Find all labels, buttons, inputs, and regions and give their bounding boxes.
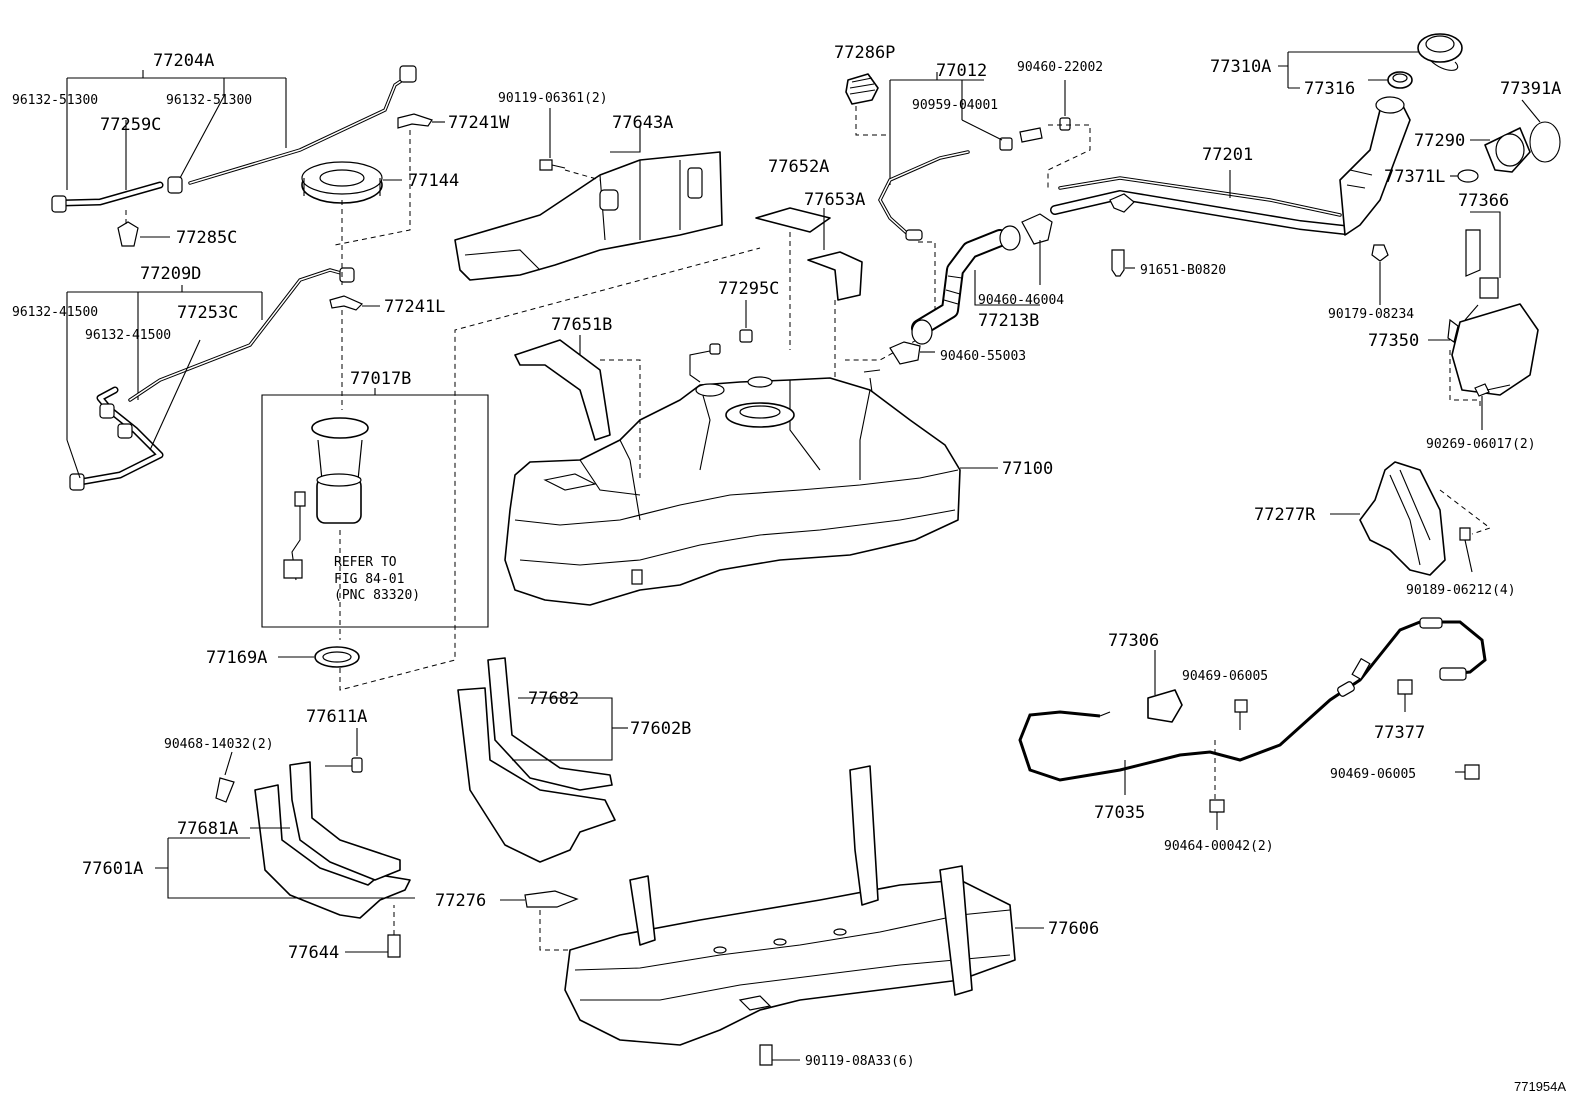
label-77310A: 77310A	[1210, 57, 1271, 77]
label-90119-08A33: 90119-08A33(6)	[805, 1054, 915, 1069]
note-line-3: (PNC 83320)	[334, 588, 420, 603]
protector-77277R	[1330, 461, 1492, 576]
label-77286P: 77286P	[834, 43, 895, 63]
pads	[755, 207, 863, 410]
label-77209D: 77209D	[140, 264, 201, 284]
label-77611A: 77611A	[306, 707, 367, 727]
callout-labels: 77204A 96132-51300 96132-51300 77259C 77…	[12, 43, 1566, 1094]
label-77601A: 77601A	[82, 859, 143, 879]
label-90119-06361: 90119-06361(2)	[498, 91, 608, 106]
label-77169A: 77169A	[206, 648, 267, 668]
label-77144: 77144	[408, 171, 459, 191]
label-77306: 77306	[1108, 631, 1159, 651]
label-90469-06005-bottom: 90469-06005	[1330, 767, 1416, 782]
label-96132-41500-right: 96132-41500	[85, 328, 171, 343]
label-77253C: 77253C	[177, 303, 238, 323]
label-77201: 77201	[1202, 145, 1253, 165]
figure-id: 771954A	[1514, 1079, 1566, 1094]
label-77277R: 77277R	[1254, 505, 1316, 525]
note-line-1: REFER TO	[334, 555, 397, 570]
label-77213B: 77213B	[978, 311, 1039, 331]
label-77035: 77035	[1094, 803, 1145, 823]
label-90179-08234: 90179-08234	[1328, 307, 1414, 322]
label-77682: 77682	[528, 689, 579, 709]
label-77012: 77012	[936, 61, 987, 81]
label-90469-06005-top: 90469-06005	[1182, 669, 1268, 684]
shield-77643A	[454, 108, 723, 281]
label-96132-41500-left: 96132-41500	[12, 305, 98, 320]
label-77606: 77606	[1048, 919, 1099, 939]
label-77681A: 77681A	[177, 819, 238, 839]
cable-77035	[1018, 617, 1487, 830]
label-77241W: 77241W	[448, 113, 510, 133]
label-77017B: 77017B	[350, 369, 411, 389]
label-90460-55003: 90460-55003	[940, 349, 1026, 364]
straps-77602B	[457, 657, 628, 951]
filler-pipe-77201	[1050, 96, 1411, 305]
label-77643A: 77643A	[612, 113, 673, 133]
protector-77606	[564, 765, 1044, 1066]
label-90269-06017: 90269-06017(2)	[1426, 437, 1536, 452]
straps-77601A	[155, 728, 415, 958]
label-90959-04001: 90959-04001	[912, 98, 998, 113]
label-77204A: 77204A	[153, 51, 214, 71]
label-96132-51300-right: 96132-51300	[166, 93, 252, 108]
hose-group-77209D	[66, 267, 355, 491]
label-77285C: 77285C	[176, 228, 237, 248]
label-90460-22002: 90460-22002	[1017, 60, 1103, 75]
label-77295C: 77295C	[718, 279, 779, 299]
label-77602B: 77602B	[630, 719, 691, 739]
label-90189-06212: 90189-06212(4)	[1406, 583, 1516, 598]
label-91651-B0820: 91651-B0820	[1140, 263, 1226, 278]
label-77290: 77290	[1414, 131, 1465, 151]
label-77653A: 77653A	[804, 190, 865, 210]
label-77652A: 77652A	[768, 157, 829, 177]
label-77377: 77377	[1374, 723, 1425, 743]
label-77276: 77276	[435, 891, 486, 911]
label-90460-46004: 90460-46004	[978, 293, 1064, 308]
label-77371L: 77371L	[1384, 167, 1445, 187]
vapor-tube-77012	[845, 72, 1091, 361]
label-90468-14032: 90468-14032(2)	[164, 737, 274, 752]
label-77366: 77366	[1458, 191, 1509, 211]
label-77241L: 77241L	[384, 297, 445, 317]
fuel-tank-77100	[504, 300, 998, 606]
label-77316: 77316	[1304, 79, 1355, 99]
pump-assembly	[261, 113, 761, 691]
label-96132-51300-left: 96132-51300	[12, 93, 98, 108]
fuel-cap-group	[1278, 33, 1561, 430]
label-77644: 77644	[288, 943, 339, 963]
label-90464-00042: 90464-00042(2)	[1164, 839, 1274, 854]
label-77391A: 77391A	[1500, 79, 1561, 99]
label-77100: 77100	[1002, 459, 1053, 479]
filler-hose-77213B	[889, 213, 1053, 365]
hose-group-77204A	[51, 65, 417, 247]
label-77651B: 77651B	[551, 315, 612, 335]
note-line-2: FIG 84-01	[334, 572, 404, 587]
label-77350: 77350	[1368, 331, 1419, 351]
label-77259C: 77259C	[100, 115, 161, 135]
